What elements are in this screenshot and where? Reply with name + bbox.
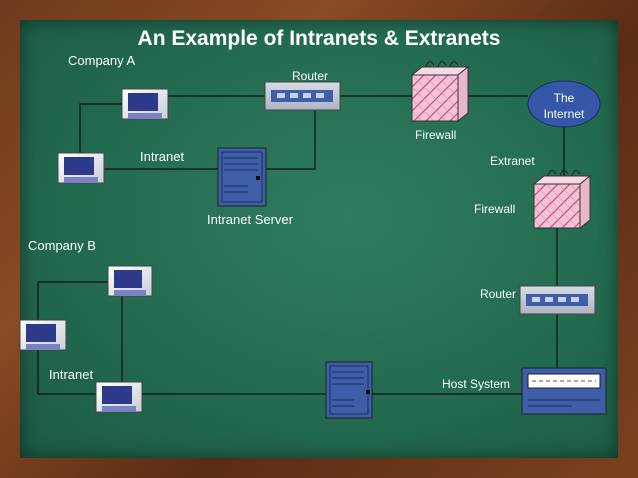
router-label: Router — [292, 69, 329, 83]
company-b-label: Company B — [28, 238, 96, 253]
cloud-icon — [527, 80, 601, 128]
router-label: Router — [480, 287, 517, 301]
page-title: An Example of Intranets & Extranets — [137, 27, 501, 50]
company-a-label: Company A — [68, 53, 136, 68]
firewall-label: Firewall — [474, 202, 516, 216]
intranet-label: Intranet — [49, 367, 94, 382]
firewall-label: Firewall — [415, 128, 457, 142]
intranet-label: Intranet — [140, 149, 185, 164]
intranet-server-label: Intranet Server — [207, 212, 293, 227]
computer-icon — [121, 88, 169, 120]
firewall-icon — [410, 61, 470, 123]
extranet-label: Extranet — [490, 154, 535, 168]
computer-icon — [19, 319, 67, 351]
link-company-b-pc1-left — [37, 281, 108, 320]
internet-label-line1: The — [553, 91, 575, 105]
internet-label-line2: Internet — [543, 107, 585, 121]
host-system-label: Host System — [442, 377, 511, 391]
router-icon — [519, 285, 596, 315]
firewall-icon — [532, 170, 592, 230]
host-system-icon — [521, 367, 607, 415]
internet-label: The Internet — [528, 90, 600, 122]
connection-lines — [37, 95, 565, 395]
computer-icon — [57, 152, 105, 184]
computer-icon — [107, 265, 153, 297]
link-router-server — [266, 110, 316, 170]
computer-icon — [95, 381, 143, 413]
link-company-a-pc1-down — [79, 103, 122, 155]
server-icon — [217, 147, 267, 207]
server-icon — [325, 361, 373, 419]
router-icon — [264, 81, 341, 111]
